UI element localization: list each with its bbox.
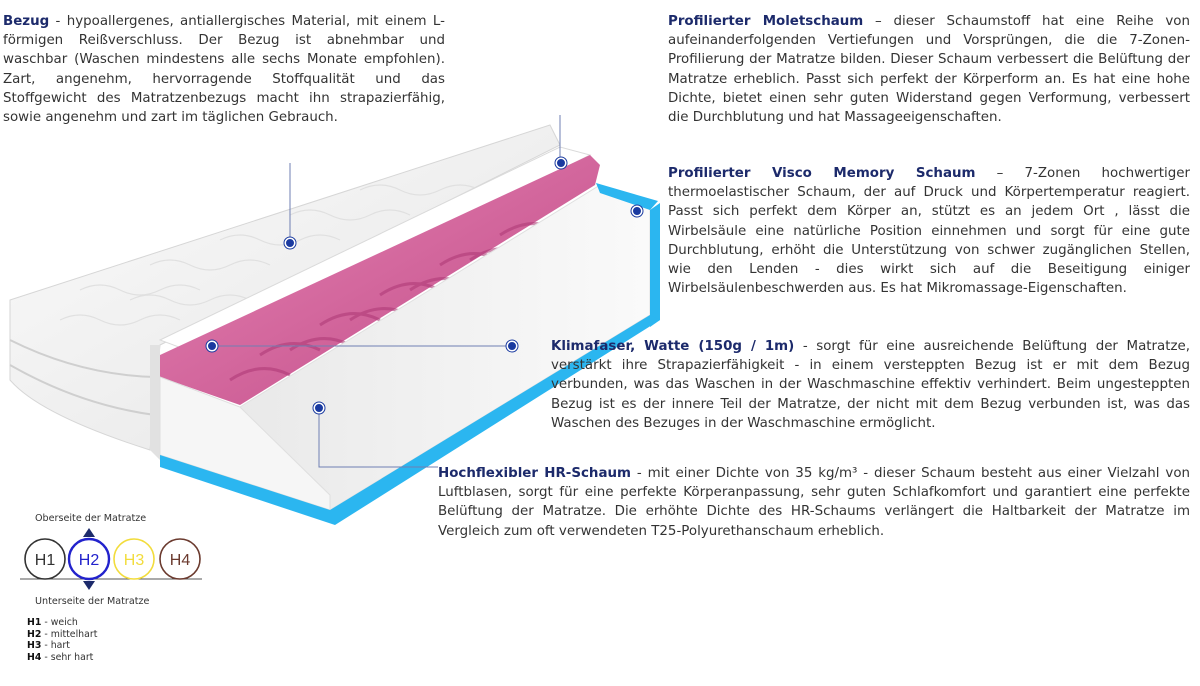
hardness-legend: H1 - weich H2 - mittelhart H3 - hart H4 … <box>27 617 97 663</box>
hardness-scale: H1 H2 H3 H4 <box>20 528 202 590</box>
moletschaum-title: Profilierter Moletschaum <box>668 14 864 29</box>
mattress-cover <box>9 124 561 460</box>
marker-klima-right <box>505 339 519 353</box>
bezug-text: - hypoallergenes, antiallergisches Mater… <box>3 14 445 126</box>
marker-bezug <box>283 236 297 250</box>
svg-text:H3: H3 <box>124 552 145 569</box>
hr-schaum-title: Hochflexibler HR-Schaum <box>438 466 631 481</box>
visco-description: Profilierter Visco Memory Schaum – 7-Zon… <box>668 164 1190 298</box>
bezug-description: Bezug - hypoallergenes, antiallergisches… <box>3 12 445 127</box>
moletschaum-description: Profilierter Moletschaum – dieser Schaum… <box>668 12 1190 127</box>
visco-text: – 7-Zonen hochwertiger thermoelastischer… <box>668 166 1190 297</box>
hr-schaum-text: - mit einer Dichte von 35 kg/m³ - dieser… <box>438 466 1190 539</box>
legend-item-h3: H3 - hart <box>27 640 70 652</box>
legend-item-h4: H4 - sehr hart <box>27 651 94 663</box>
visco-layer-top <box>596 183 658 210</box>
visco-title: Profilierter Visco Memory Schaum <box>668 166 976 181</box>
svg-text:H2: H2 <box>79 552 100 569</box>
svg-text:H4: H4 <box>170 552 191 569</box>
marker-molet <box>554 156 568 170</box>
hardness-h3: H3 <box>113 538 155 580</box>
top-side-label: Oberseite der Matratze <box>35 513 147 524</box>
hardness-h1: H1 <box>24 538 66 580</box>
marker-visco <box>630 204 644 218</box>
legend-item-h1: H1 - weich <box>27 617 78 628</box>
bezug-title: Bezug <box>3 14 50 29</box>
visco-layer-right <box>650 203 660 327</box>
klimafaser-text: - sorgt für eine ausreichende Belüftung … <box>551 339 1191 431</box>
klimafaser-title: Klimafaser, Watte (150g / 1m) <box>551 339 795 354</box>
hr-schaum-description: Hochflexibler HR-Schaum - mit einer Dich… <box>438 464 1190 541</box>
hardness-h4: H4 <box>159 538 201 580</box>
hardness-h2: H2 <box>67 537 111 581</box>
legend-item-h2: H2 - mittelhart <box>27 628 98 640</box>
bottom-side-label: Unterseite der Matratze <box>35 596 150 607</box>
svg-text:H1: H1 <box>35 552 56 569</box>
marker-klima-left <box>205 339 219 353</box>
klimafaser-description: Klimafaser, Watte (150g / 1m) - sorgt fü… <box>551 337 1190 433</box>
moletschaum-text: – dieser Schaumstoff hat eine Reihe von … <box>668 14 1190 126</box>
arrow-down-icon <box>83 581 95 590</box>
marker-hr <box>312 401 326 415</box>
arrow-up-icon <box>83 528 95 537</box>
mattress-illustration <box>9 115 660 525</box>
